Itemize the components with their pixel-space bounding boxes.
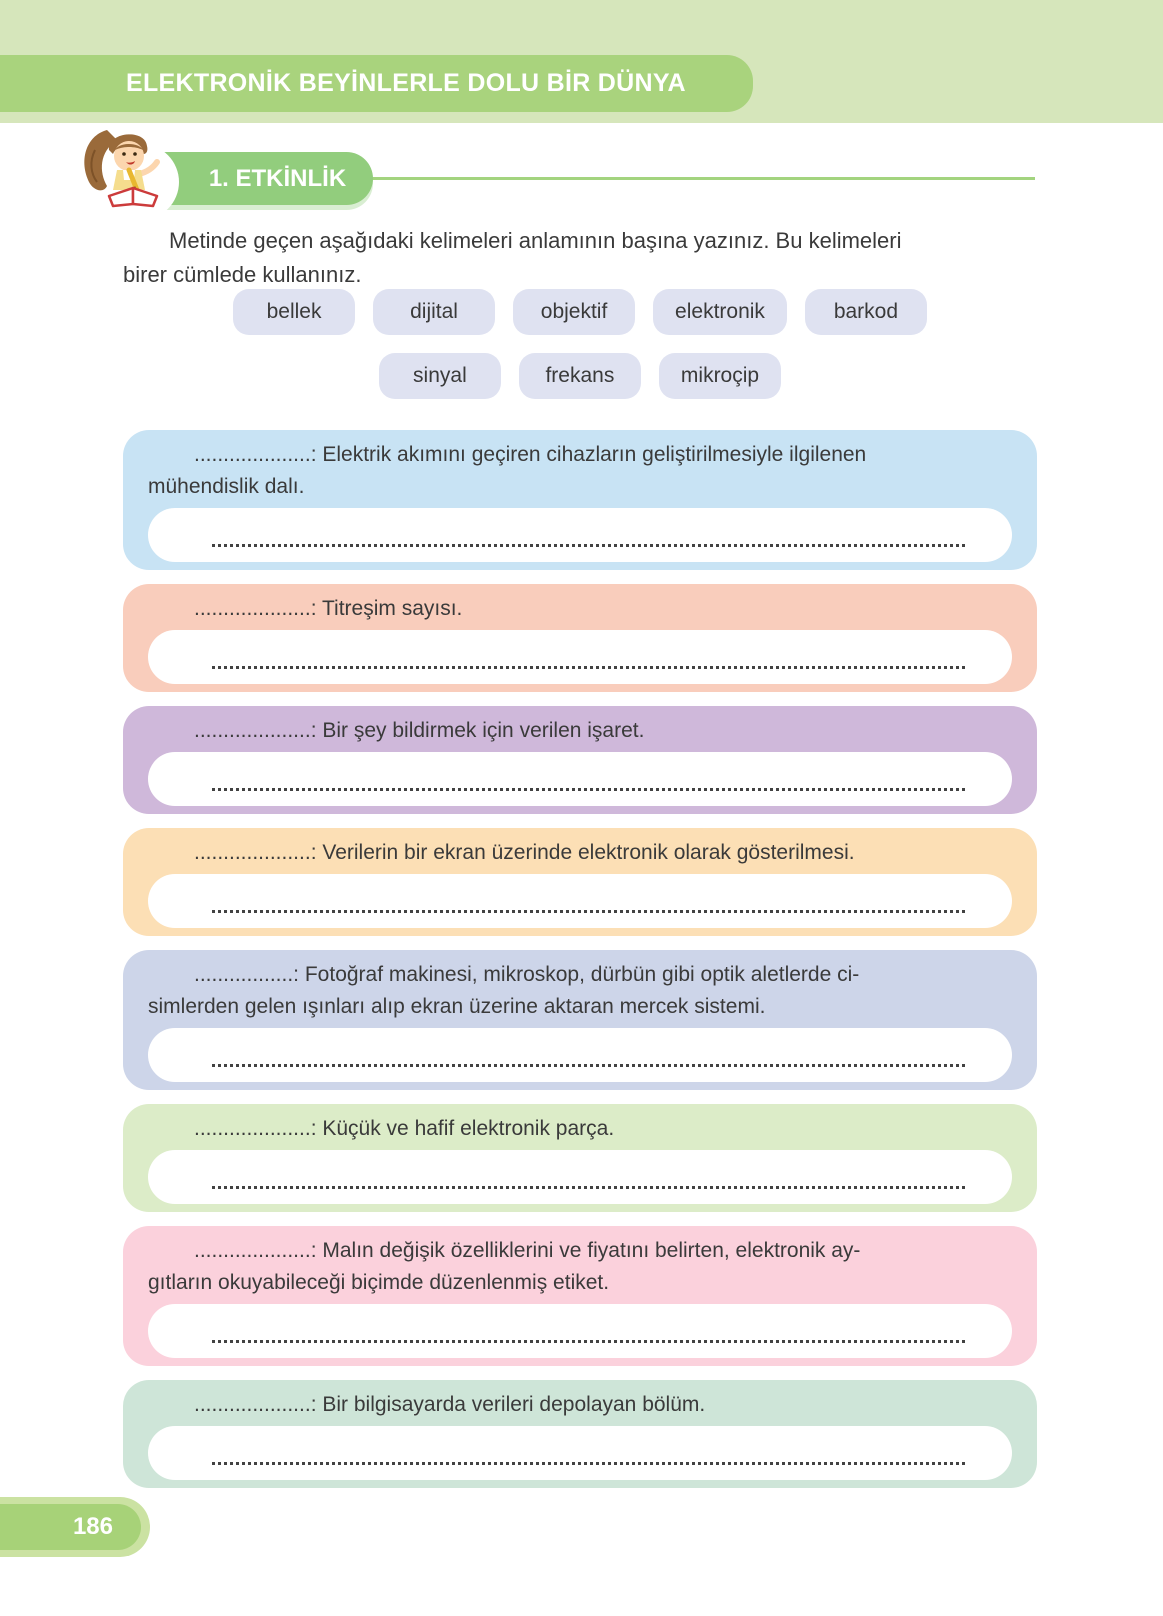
answer-field bbox=[148, 508, 1012, 562]
chapter-title-bar: ELEKTRONİK BEYİNLERLE DOLU BİR DÜNYA bbox=[0, 55, 753, 112]
word-chip-bellek: bellek bbox=[233, 289, 356, 335]
definition-box-2: ....................: Titreşim sayısı. bbox=[123, 584, 1037, 692]
girl-writing-mascot-icon bbox=[73, 120, 183, 220]
page-number-pill-inner: 186 bbox=[0, 1504, 141, 1550]
definition-text: ....................: Küçük ve hafif ele… bbox=[194, 1117, 615, 1140]
activity-label: 1. ETKİNLİK bbox=[208, 164, 347, 192]
definition-text: gıtların okuyabileceği biçimde düzenlenm… bbox=[148, 1271, 610, 1294]
page-number-pill: 186 bbox=[0, 1497, 150, 1557]
chapter-title: ELEKTRONİK BEYİNLERLE DOLU BİR DÜNYA bbox=[126, 69, 686, 97]
definition-box-8: ....................: Bir bilgisayarda v… bbox=[123, 1380, 1037, 1488]
word-chip-elektronik: elektronik bbox=[653, 289, 787, 335]
definition-box-6: ....................: Küçük ve hafif ele… bbox=[123, 1104, 1037, 1212]
answer-line bbox=[212, 666, 965, 669]
answer-field bbox=[148, 752, 1012, 806]
word-chip-dijital: dijital bbox=[373, 289, 496, 335]
answer-line bbox=[212, 910, 965, 913]
definition-text: ....................: Bir şey bildirmek … bbox=[194, 719, 645, 742]
definition-text: mühendislik dalı. bbox=[148, 475, 305, 498]
instructions-line-2: birer cümlede kullanınız. bbox=[123, 262, 362, 287]
word-bank-row-2: sinyal frekans mikroçip bbox=[123, 353, 1037, 399]
word-chip-objektif: objektif bbox=[513, 289, 636, 335]
definition-text: ....................: Elektrik akımını g… bbox=[194, 443, 867, 466]
answer-field bbox=[148, 1304, 1012, 1358]
page-number: 186 bbox=[72, 1513, 113, 1540]
definition-text: ....................: Verilerin bir ekra… bbox=[194, 841, 855, 864]
answer-field bbox=[148, 1150, 1012, 1204]
definition-text: .................: Fotoğraf makinesi, mi… bbox=[194, 963, 860, 986]
answer-field bbox=[148, 1028, 1012, 1082]
instructions-paragraph: Metinde geçen aşağıdaki kelimeleri anlam… bbox=[123, 224, 1023, 292]
definition-box-1: ....................: Elektrik akımını g… bbox=[123, 430, 1037, 570]
answer-line bbox=[212, 1462, 965, 1465]
activity-badge: 1. ETKİNLİK bbox=[140, 152, 373, 205]
instructions-line-1: Metinde geçen aşağıdaki kelimeleri anlam… bbox=[169, 228, 902, 253]
definition-text: ....................: Titreşim sayısı. bbox=[194, 597, 463, 620]
word-chip-mikrocip: mikroçip bbox=[658, 353, 782, 399]
answer-line bbox=[212, 788, 965, 791]
answer-field bbox=[148, 1426, 1012, 1480]
definition-text: ....................: Bir bilgisayarda v… bbox=[194, 1393, 706, 1416]
definition-list: ....................: Elektrik akımını g… bbox=[123, 430, 1037, 1488]
definition-text: ....................: Malın değişik özel… bbox=[194, 1239, 861, 1262]
definition-text: simlerden gelen ışınları alıp ekran üzer… bbox=[148, 995, 766, 1018]
word-chip-sinyal: sinyal bbox=[378, 353, 501, 399]
answer-line bbox=[212, 1064, 965, 1067]
answer-field bbox=[148, 874, 1012, 928]
word-chip-frekans: frekans bbox=[518, 353, 641, 399]
word-bank-row-1: bellek dijital objektif elektronik barko… bbox=[123, 289, 1037, 335]
answer-line bbox=[212, 1186, 965, 1189]
definition-box-3: ....................: Bir şey bildirmek … bbox=[123, 706, 1037, 814]
definition-box-7: ....................: Malın değişik özel… bbox=[123, 1226, 1037, 1366]
word-chip-barkod: barkod bbox=[804, 289, 927, 335]
word-bank: bellek dijital objektif elektronik barko… bbox=[123, 289, 1037, 399]
activity-rule-line bbox=[372, 177, 1035, 180]
definition-box-5: .................: Fotoğraf makinesi, mi… bbox=[123, 950, 1037, 1090]
answer-line bbox=[212, 544, 965, 547]
definition-box-4: ....................: Verilerin bir ekra… bbox=[123, 828, 1037, 936]
answer-field bbox=[148, 630, 1012, 684]
answer-line bbox=[212, 1340, 965, 1343]
